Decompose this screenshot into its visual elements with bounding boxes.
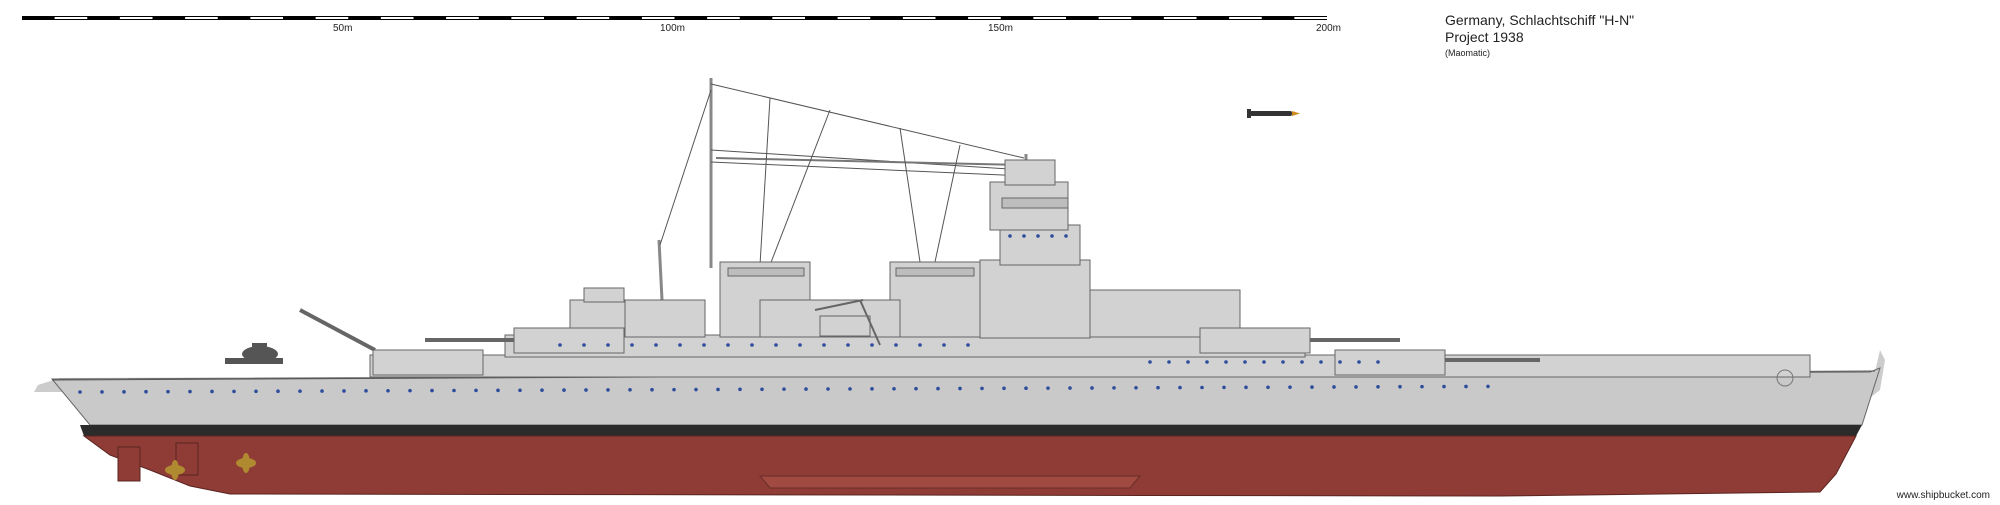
propellers-and-rudders (117, 442, 256, 482)
scale-label-150m: 150m (988, 23, 1013, 34)
scale-label-50m: 50m (333, 23, 352, 34)
turret-aft-1 (299, 308, 484, 376)
turret-fore-2 (1334, 349, 1540, 376)
masts (657, 78, 1046, 301)
caption-title: Germany, Schlachtschiff "H-N" (1445, 12, 1634, 28)
turret-fore-1 (1199, 327, 1400, 354)
turret-aft-2 (425, 327, 625, 354)
portholes (78, 234, 1490, 394)
caption-author: (Maomatic) (1445, 48, 1490, 58)
scale-label-100m: 100m (660, 23, 685, 34)
crane (814, 299, 881, 346)
propeller-icon (236, 453, 256, 473)
scale-label-200m: 200m (1316, 23, 1341, 34)
floatplane-icon (225, 343, 283, 364)
torpedo-icon (1247, 109, 1300, 118)
propeller-icon (165, 460, 185, 480)
caption: Germany, Schlachtschiff "H-N" Project 19… (1445, 12, 1634, 58)
scale-bar: 50m 100m 150m 200m (22, 16, 1341, 34)
watermark: www.shipbucket.com (1896, 490, 1990, 501)
scale-bar-segments (54, 17, 1327, 19)
anchor-hawse (1776, 369, 1794, 387)
caption-project: Project 1938 (1445, 29, 1524, 45)
